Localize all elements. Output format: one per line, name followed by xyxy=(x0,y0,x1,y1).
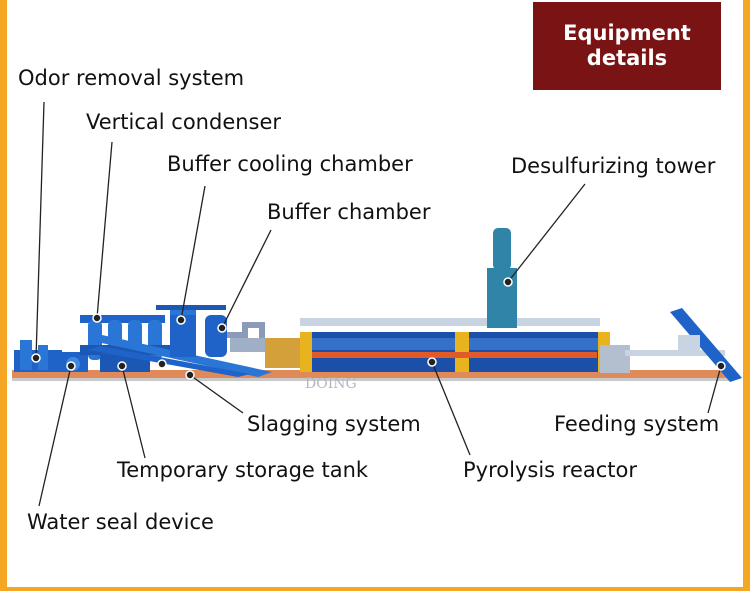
pointer-line-buffer-cooling xyxy=(180,185,206,321)
bottom-frame-stripe xyxy=(0,587,750,591)
label-vertical-condenser: Vertical condenser xyxy=(86,110,282,134)
equipment-details-button[interactable]: Equipment details xyxy=(533,2,721,90)
label-feeding-system: Feeding system xyxy=(554,412,720,436)
pointer-dot-buffer-cooling xyxy=(176,315,186,325)
pyrolysis-reactor-equipment xyxy=(265,318,630,373)
ground-shadow xyxy=(12,378,734,381)
buffer-chamber-equipment xyxy=(205,315,275,357)
label-slagging-system: Slagging system xyxy=(247,412,421,436)
pointer-line-temporary-storage xyxy=(121,365,146,459)
pointer-line-water-seal xyxy=(38,365,72,507)
label-pyrolysis-reactor: Pyrolysis reactor xyxy=(463,458,637,482)
equipment-details-label: Equipment details xyxy=(563,21,691,70)
pointer-lines xyxy=(35,101,722,507)
label-odor-removal-system: Odor removal system xyxy=(18,66,245,90)
odor-removal-equipment xyxy=(14,340,62,372)
pointer-line-feeding xyxy=(707,365,722,414)
pointer-dot-slagging xyxy=(185,370,195,380)
pointer-line-buffer-chamber xyxy=(221,229,272,329)
pointer-dot-desulfurizing xyxy=(503,277,513,287)
pointer-dots xyxy=(31,277,726,380)
pointer-line-desulfurizing xyxy=(507,183,586,283)
left-frame-stripe xyxy=(0,0,7,591)
desulfurizing-tower-equipment xyxy=(487,228,517,328)
label-water-seal-device: Water seal device xyxy=(27,510,214,534)
pointer-dot-feeding xyxy=(716,361,726,371)
pointer-dot-vertical-condenser xyxy=(92,313,102,323)
pointer-line-pyrolysis-reactor xyxy=(431,361,471,456)
pointer-dot-water-seal xyxy=(66,361,76,371)
ground-rail xyxy=(12,370,734,378)
label-temporary-storage-tank: Temporary storage tank xyxy=(117,458,369,482)
pointer-dot-pyrolysis-reactor xyxy=(427,357,437,367)
pointer-line-vertical-condenser xyxy=(96,141,113,319)
label-desulfurizing-tower: Desulfurizing tower xyxy=(511,154,716,178)
right-frame-stripe xyxy=(743,0,750,591)
label-buffer-chamber: Buffer chamber xyxy=(267,200,431,224)
label-buffer-cooling-chamber: Buffer cooling chamber xyxy=(167,152,413,176)
pointer-dot-odor-removal xyxy=(31,353,41,363)
pointer-line-slagging xyxy=(189,374,244,414)
pointer-line-odor-removal xyxy=(35,101,45,359)
pointer-dot-temporary-storage xyxy=(117,361,127,371)
buffer-cooling-equipment xyxy=(156,305,226,357)
pointer-dot-buffer-chamber xyxy=(217,323,227,333)
watermark-text: DOING xyxy=(305,376,357,392)
pointer-dot-condenser-base xyxy=(157,359,167,369)
